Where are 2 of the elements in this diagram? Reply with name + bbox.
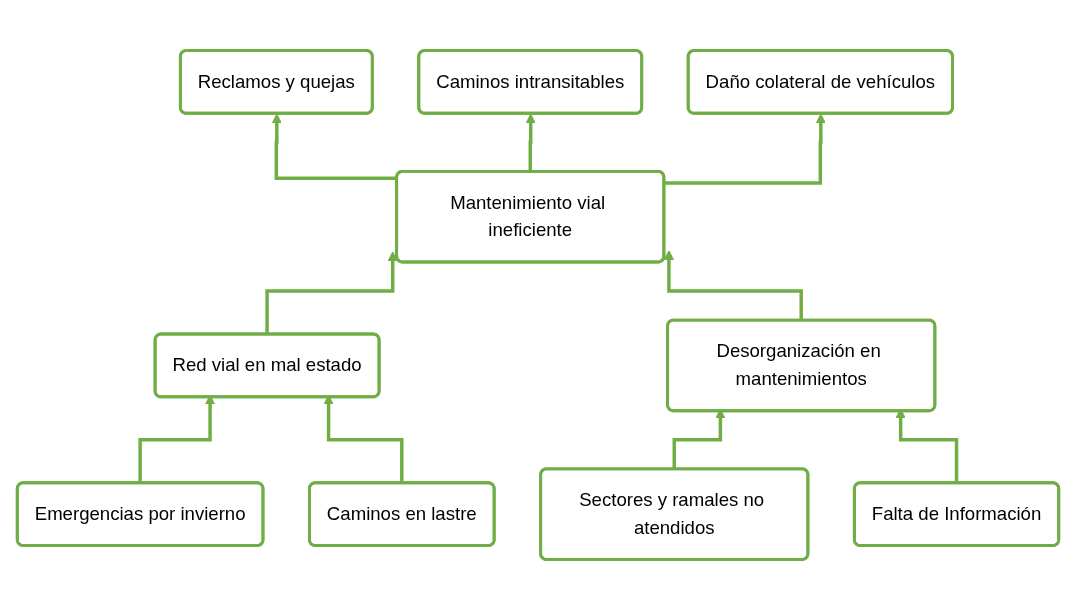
arrow <box>663 113 826 185</box>
arrow <box>271 113 397 180</box>
